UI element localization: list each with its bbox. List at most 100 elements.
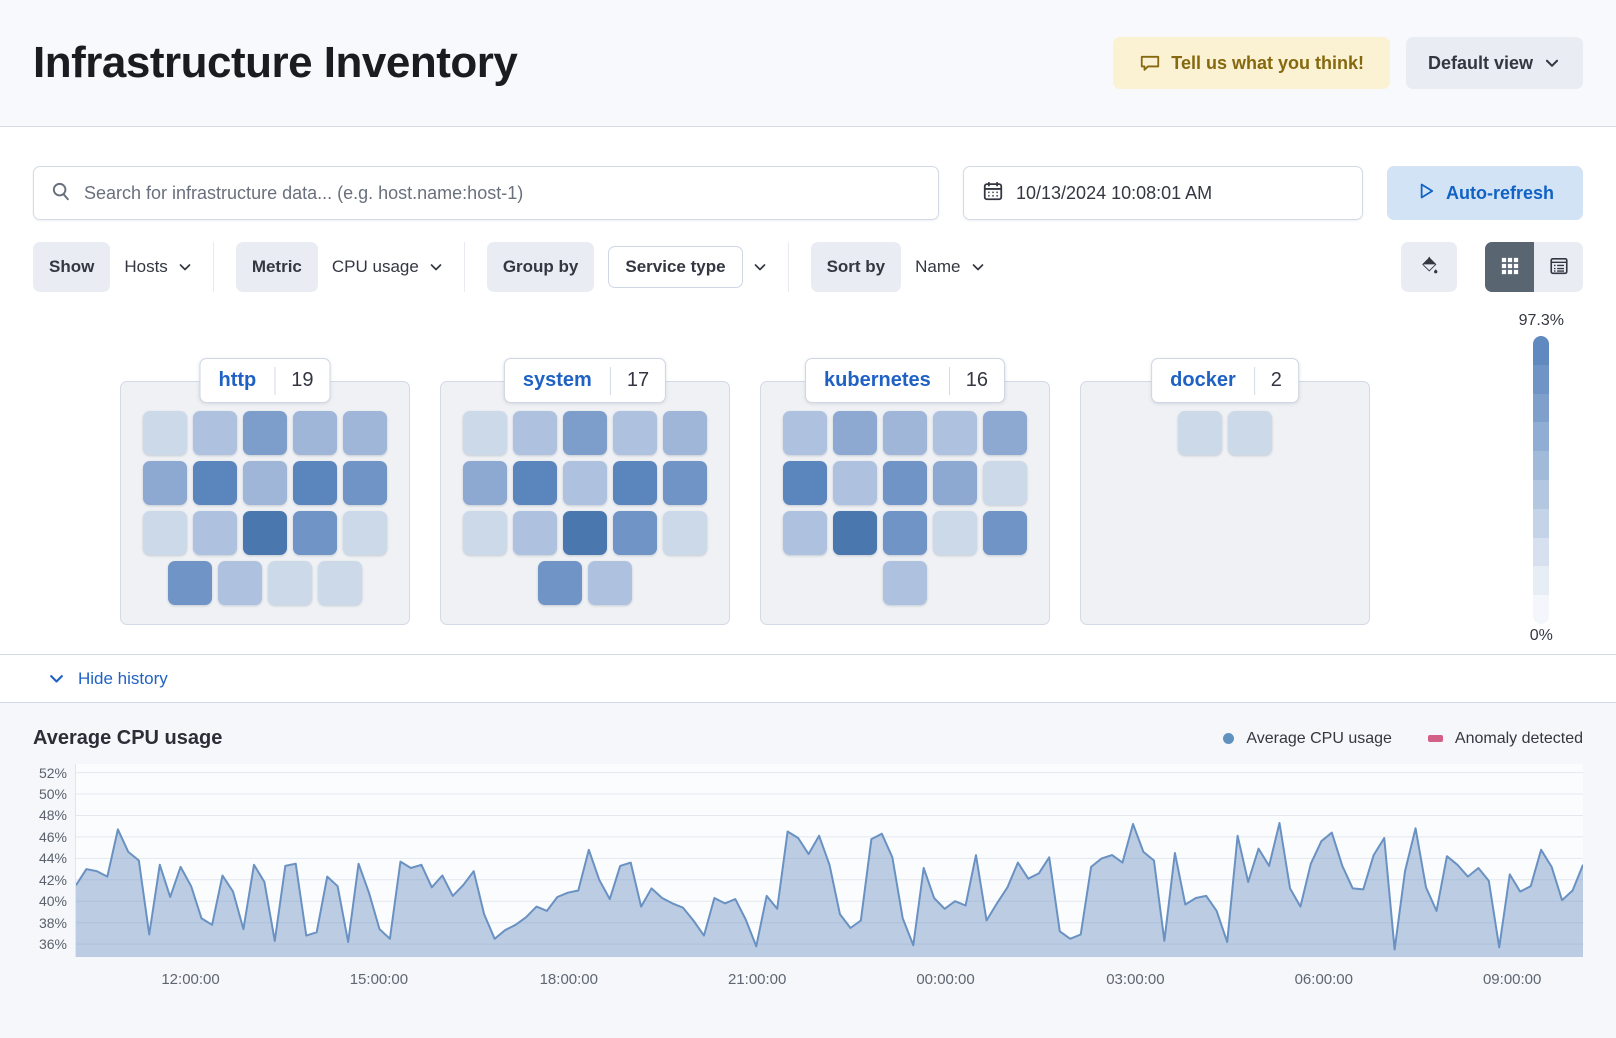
waffle-tile[interactable] <box>293 461 337 505</box>
scale-step <box>1533 393 1550 423</box>
waffle-tile[interactable] <box>193 461 237 505</box>
waffle-tile[interactable] <box>168 561 212 605</box>
waffle-tile[interactable] <box>783 511 827 555</box>
waffle-tile[interactable] <box>883 511 927 555</box>
waffle-tile[interactable] <box>833 411 877 455</box>
waffle-tile[interactable] <box>193 511 237 555</box>
sort-by-filter-label: Sort by <box>810 242 902 292</box>
waffle-tile[interactable] <box>343 411 387 455</box>
waffle-tile[interactable] <box>143 461 187 505</box>
waffle-tile[interactable] <box>933 411 977 455</box>
map-view-button[interactable] <box>1485 242 1534 292</box>
y-axis-tick-label: 44% <box>38 850 67 867</box>
legend-item[interactable]: Anomaly detected <box>1427 730 1583 748</box>
waffle-tile[interactable] <box>143 511 187 555</box>
show-filter[interactable]: Show Hosts <box>33 242 214 292</box>
group-by-filter-value[interactable]: Service type <box>608 246 743 288</box>
search-input[interactable] <box>84 182 922 204</box>
scale-max-label: 97.3% <box>1518 312 1564 329</box>
group-by-filter[interactable]: Group by Service type <box>486 242 789 292</box>
waffle-tile[interactable] <box>318 561 362 605</box>
waffle-tile[interactable] <box>538 561 582 605</box>
group-count: 16 <box>965 369 988 391</box>
waffle-tile[interactable] <box>663 461 707 505</box>
group-name-link[interactable]: docker <box>1170 369 1236 391</box>
waffle-tile[interactable] <box>613 411 657 455</box>
group-name-link[interactable]: kubernetes <box>824 369 931 391</box>
waffle-tile[interactable] <box>933 461 977 505</box>
waffle-tile[interactable] <box>663 511 707 555</box>
group-name-link[interactable]: system <box>522 369 592 391</box>
x-axis-tick-label: 03:00:00 <box>1106 971 1165 988</box>
waffle-tile[interactable] <box>513 461 557 505</box>
y-axis-tick-label: 40% <box>38 893 67 910</box>
waffle-tile[interactable] <box>783 411 827 455</box>
waffle-group-badge[interactable]: kubernetes 16 <box>805 358 1005 403</box>
waffle-tile[interactable] <box>613 511 657 555</box>
waffle-tile[interactable] <box>613 461 657 505</box>
waffle-tile[interactable] <box>983 511 1027 555</box>
waffle-tile[interactable] <box>268 561 312 605</box>
waffle-tile[interactable] <box>513 511 557 555</box>
auto-refresh-button[interactable]: Auto-refresh <box>1387 166 1583 220</box>
play-icon <box>1416 181 1436 206</box>
waffle-tile[interactable] <box>883 561 927 605</box>
metric-filter[interactable]: Metric CPU usage <box>235 242 465 292</box>
waffle-tile[interactable] <box>193 411 237 455</box>
waffle-tile[interactable] <box>563 511 607 555</box>
x-axis-tick-label: 15:00:00 <box>349 971 409 988</box>
waffle-tile[interactable] <box>463 511 507 555</box>
waffle-tile[interactable] <box>883 411 927 455</box>
waffle-tile[interactable] <box>563 461 607 505</box>
waffle-tile[interactable] <box>243 411 287 455</box>
waffle-tile[interactable] <box>143 411 187 455</box>
sort-by-filter[interactable]: Sort by Name <box>810 242 1006 292</box>
waffle-tile[interactable] <box>563 411 607 455</box>
date-picker-button[interactable]: 10/13/2024 10:08:01 AM <box>963 166 1363 220</box>
grid-icon <box>1500 256 1520 279</box>
waffle-tile[interactable] <box>933 511 977 555</box>
waffle-tile[interactable] <box>513 411 557 455</box>
waffle-tile[interactable] <box>293 411 337 455</box>
color-scale-bar <box>1533 336 1550 624</box>
page-title: Infrastructure Inventory <box>33 38 518 87</box>
hide-history-toggle[interactable]: Hide history <box>0 654 1616 702</box>
waffle-tile[interactable] <box>218 561 262 605</box>
waffle-tile[interactable] <box>293 511 337 555</box>
feedback-button[interactable]: Tell us what you think! <box>1113 37 1390 89</box>
waffle-tile[interactable] <box>883 461 927 505</box>
show-filter-label: Show <box>33 242 111 292</box>
legend-item[interactable]: Average CPU usage <box>1223 730 1392 748</box>
waffle-tile[interactable] <box>1178 411 1222 455</box>
paint-bucket-icon <box>1418 255 1440 280</box>
default-view-button[interactable]: Default view <box>1405 37 1583 89</box>
chart-legend: Average CPU usage Anomaly detected <box>1223 730 1583 748</box>
waffle-tile[interactable] <box>663 411 707 455</box>
waffle-tile[interactable] <box>983 461 1027 505</box>
waffle-tile[interactable] <box>243 461 287 505</box>
waffle-tile[interactable] <box>463 461 507 505</box>
legend-color-button[interactable] <box>1401 242 1457 292</box>
waffle-tile[interactable] <box>243 511 287 555</box>
waffle-tile[interactable] <box>463 411 507 455</box>
y-axis-tick-label: 38% <box>38 914 67 931</box>
x-axis-tick-label: 06:00:00 <box>1294 971 1353 988</box>
waffle-tile[interactable] <box>833 511 877 555</box>
waffle-tile[interactable] <box>343 511 387 555</box>
waffle-tile[interactable] <box>343 461 387 505</box>
waffle-tile[interactable] <box>783 461 827 505</box>
waffle-tile[interactable] <box>1228 411 1272 455</box>
group-name-link[interactable]: http <box>218 369 257 391</box>
scale-step <box>1533 566 1550 596</box>
chevron-down-icon <box>428 259 444 275</box>
waffle-tile[interactable] <box>588 561 632 605</box>
waffle-tile[interactable] <box>983 411 1027 455</box>
waffle-tile[interactable] <box>833 461 877 505</box>
scale-step <box>1533 537 1550 567</box>
table-view-button[interactable] <box>1534 242 1583 292</box>
